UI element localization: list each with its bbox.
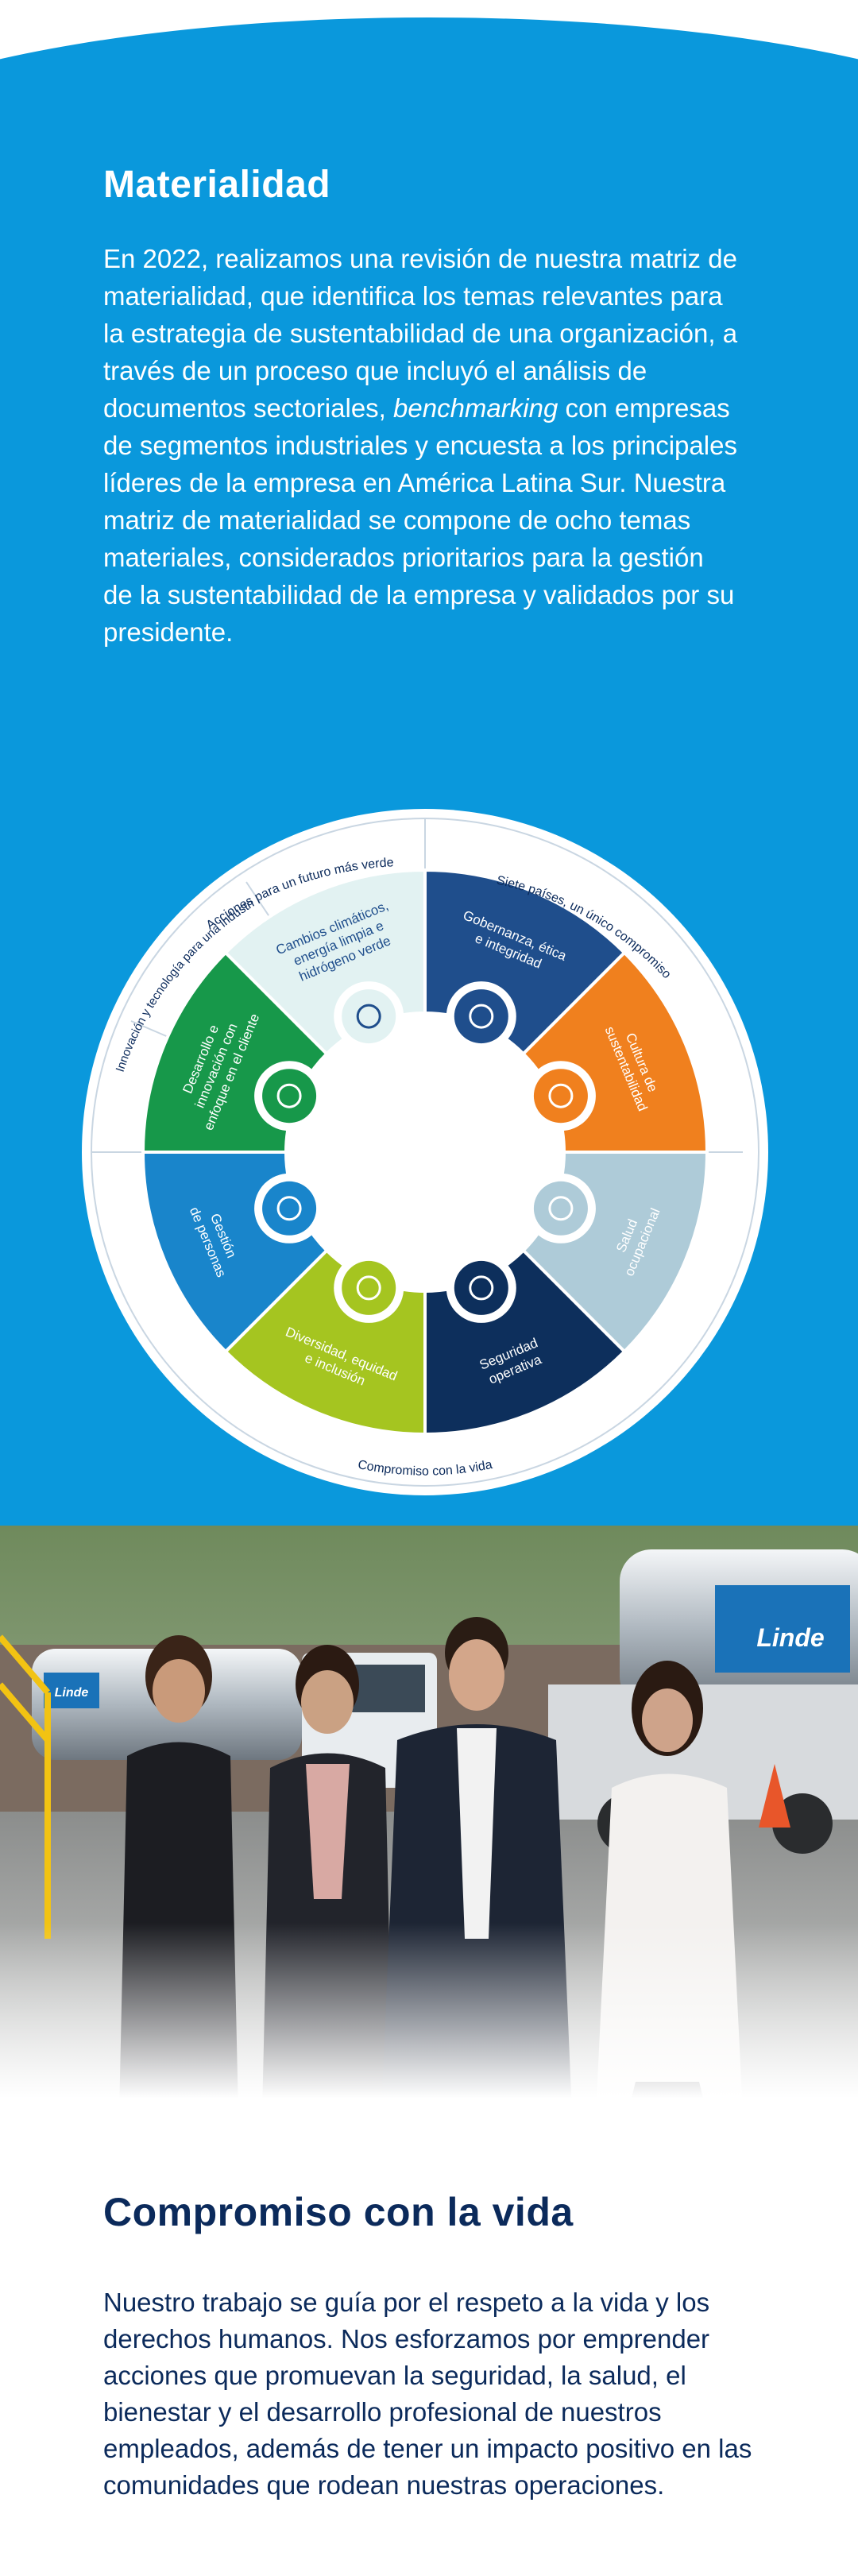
- truck-logo-text-right: Linde: [756, 1623, 824, 1652]
- materialidad-body: En 2022, realizamos una revisión de nues…: [103, 240, 739, 651]
- globe-thermometer-icon: [342, 989, 396, 1044]
- people-group-icon: [262, 1181, 317, 1236]
- people-group-icon-glyph: [276, 1196, 302, 1221]
- people-hand-icon: [342, 1260, 396, 1315]
- truck-logo-text-left: Linde: [55, 1686, 89, 1700]
- yellow-railing: [0, 1634, 51, 1939]
- handshake-icon: [454, 989, 508, 1044]
- blue-arc-top: [0, 17, 858, 335]
- heart-pulse-icon-glyph: [548, 1196, 574, 1221]
- compromiso-body: Nuestro trabajo se guía por el respeto a…: [103, 2288, 752, 2500]
- leaf-icon: [533, 1069, 588, 1124]
- heart-pulse-icon: [533, 1181, 588, 1236]
- handshake-icon-glyph: [469, 1004, 494, 1029]
- compromiso-title: Compromiso con la vida: [103, 2190, 574, 2234]
- shield-check-icon: [454, 1260, 508, 1315]
- body-text-2: con empresas de segmentos industriales y…: [103, 393, 737, 647]
- truck-logo-right: [715, 1585, 850, 1673]
- globe-thermometer-icon-glyph: [356, 1004, 381, 1029]
- body-italic-term: benchmarking: [393, 393, 558, 423]
- people-hand-icon-glyph: [356, 1275, 381, 1301]
- shield-check-icon-glyph: [469, 1275, 494, 1301]
- user-target-icon: [262, 1069, 317, 1124]
- body-text-1: En 2022, realizamos una revisión de nues…: [103, 244, 738, 423]
- materialidad-title: Materialidad: [103, 164, 331, 206]
- leaf-icon-glyph: [548, 1083, 574, 1108]
- photo-fade: [0, 1923, 858, 2129]
- user-target-icon-glyph: [276, 1083, 302, 1108]
- truck-logo-left: [44, 1673, 99, 1708]
